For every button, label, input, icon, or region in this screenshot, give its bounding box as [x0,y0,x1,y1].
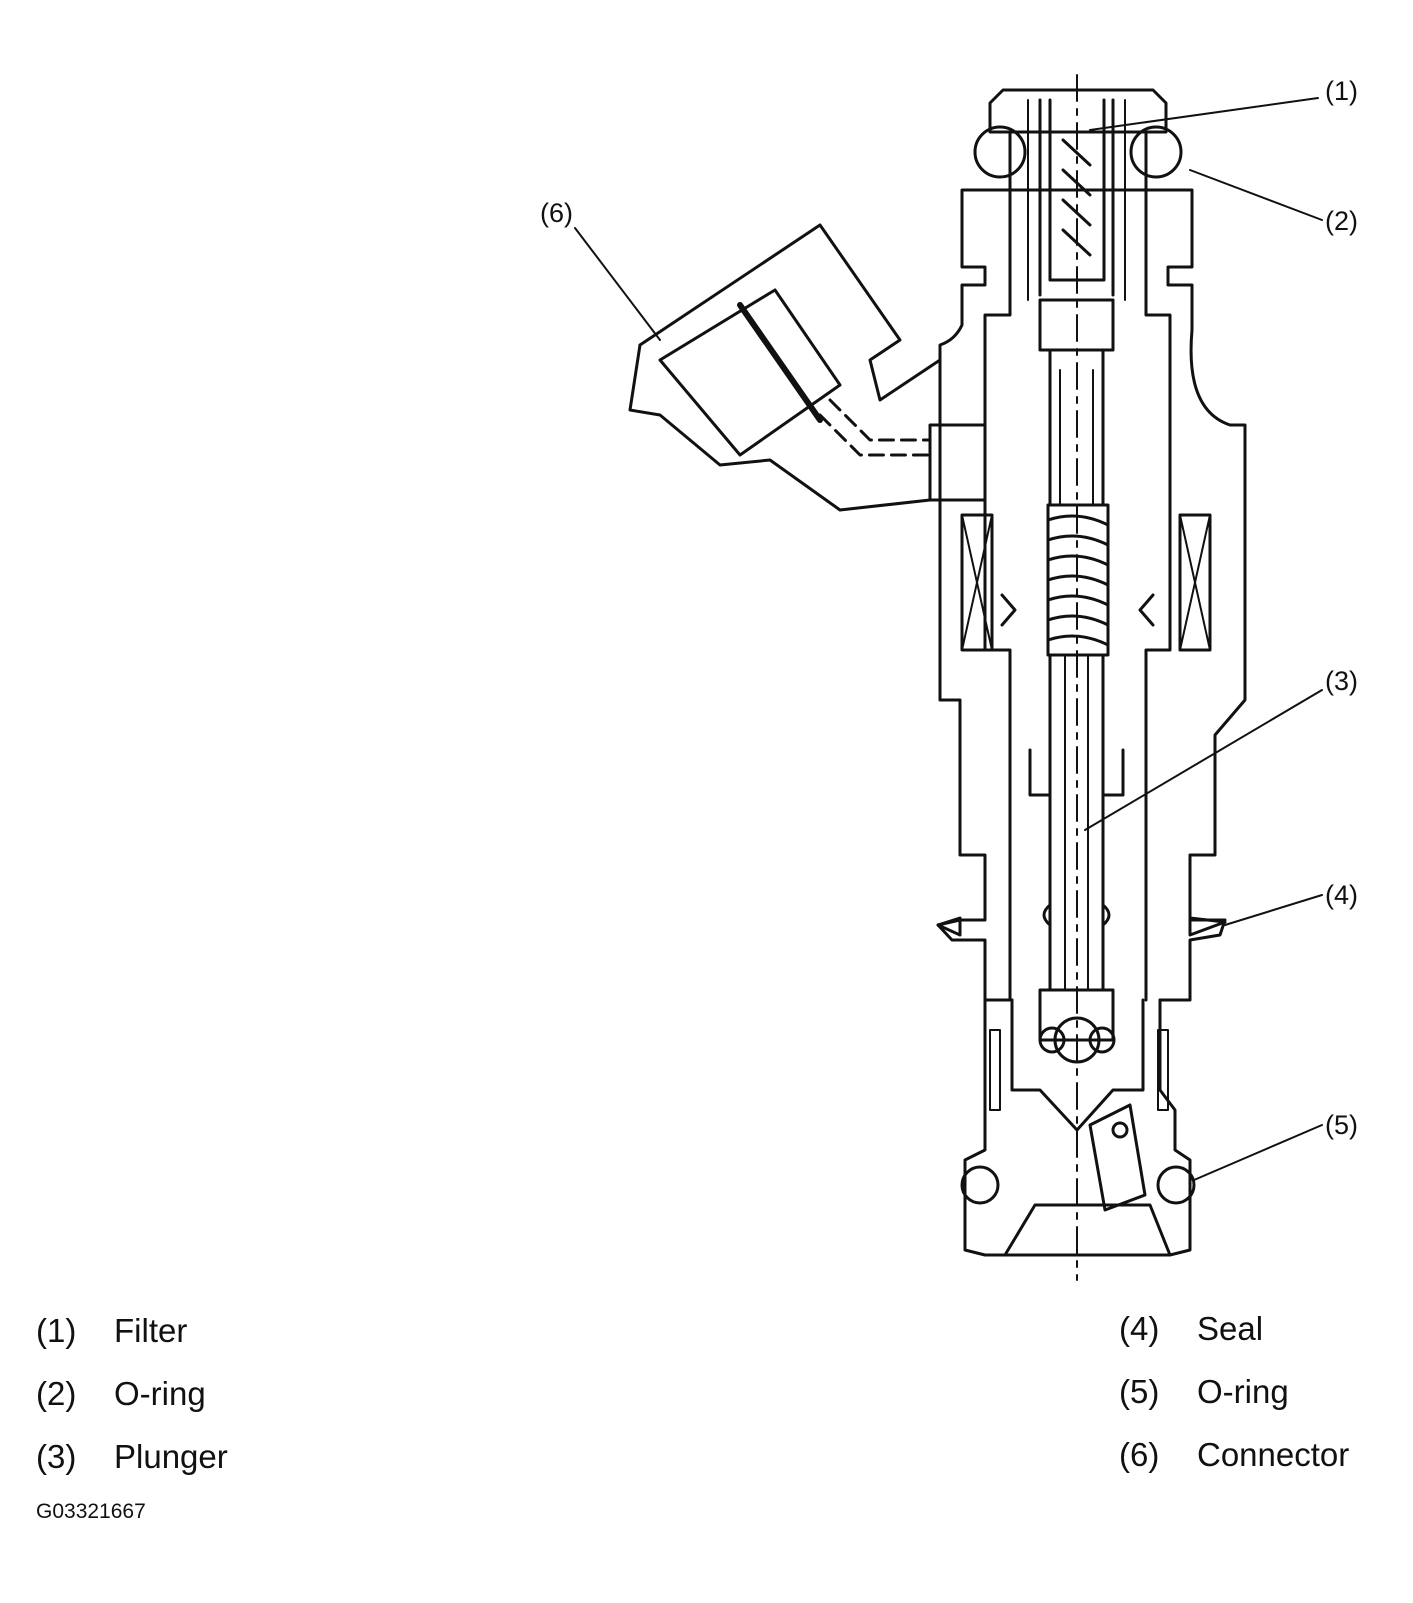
plunger [1028,653,1125,1042]
legend-number: (5) [1119,1373,1160,1410]
connector [628,223,987,512]
leader-lines [574,97,1323,1181]
valve-seat [1010,998,1147,1212]
top-cap [978,88,1178,192]
legend-number: (1) [36,1312,77,1349]
legend-label: Filter [114,1312,188,1349]
armature [1038,298,1115,507]
callout-4: (4) [1325,880,1358,910]
bottom-o-ring [960,1165,1196,1205]
legend-item-connector: (6) Connector [1119,1438,1349,1471]
legend-number: (4) [1119,1310,1160,1347]
legend-number: (6) [1119,1436,1160,1473]
nozzle-tip [1003,1203,1172,1257]
legend-number: (3) [36,1438,77,1475]
legend-item-o-ring-top: (2) O-ring [36,1377,206,1410]
top-o-ring [973,125,1183,179]
legend-item-seal: (4) Seal [1119,1312,1263,1345]
figure-id: G03321667 [36,1500,146,1523]
filter [1027,98,1126,301]
seal [936,916,1227,937]
callout-6: (6) [540,198,573,228]
legend-label: Plunger [114,1438,228,1475]
callout-5: (5) [1325,1110,1358,1140]
callout-3: (3) [1325,666,1358,696]
body-inner-left [983,188,1012,1002]
callout-2: (2) [1325,206,1358,236]
nozzle-body [963,998,1192,1257]
legend-label: O-ring [1197,1373,1289,1410]
legend-item-plunger: (3) Plunger [36,1440,228,1473]
spring [1046,503,1110,657]
body-inner-right [1144,188,1172,1002]
legend-item-filter: (1) Filter [36,1314,187,1347]
callout-1: (1) [1325,76,1358,106]
legend-item-o-ring-bottom: (5) O-ring [1119,1375,1289,1408]
legend-label: O-ring [114,1375,206,1412]
body-outer-right [1144,188,1247,1002]
legend-label: Connector [1197,1436,1350,1473]
legend-number: (2) [36,1375,77,1412]
legend-label: Seal [1197,1310,1264,1347]
coil [960,513,1212,652]
